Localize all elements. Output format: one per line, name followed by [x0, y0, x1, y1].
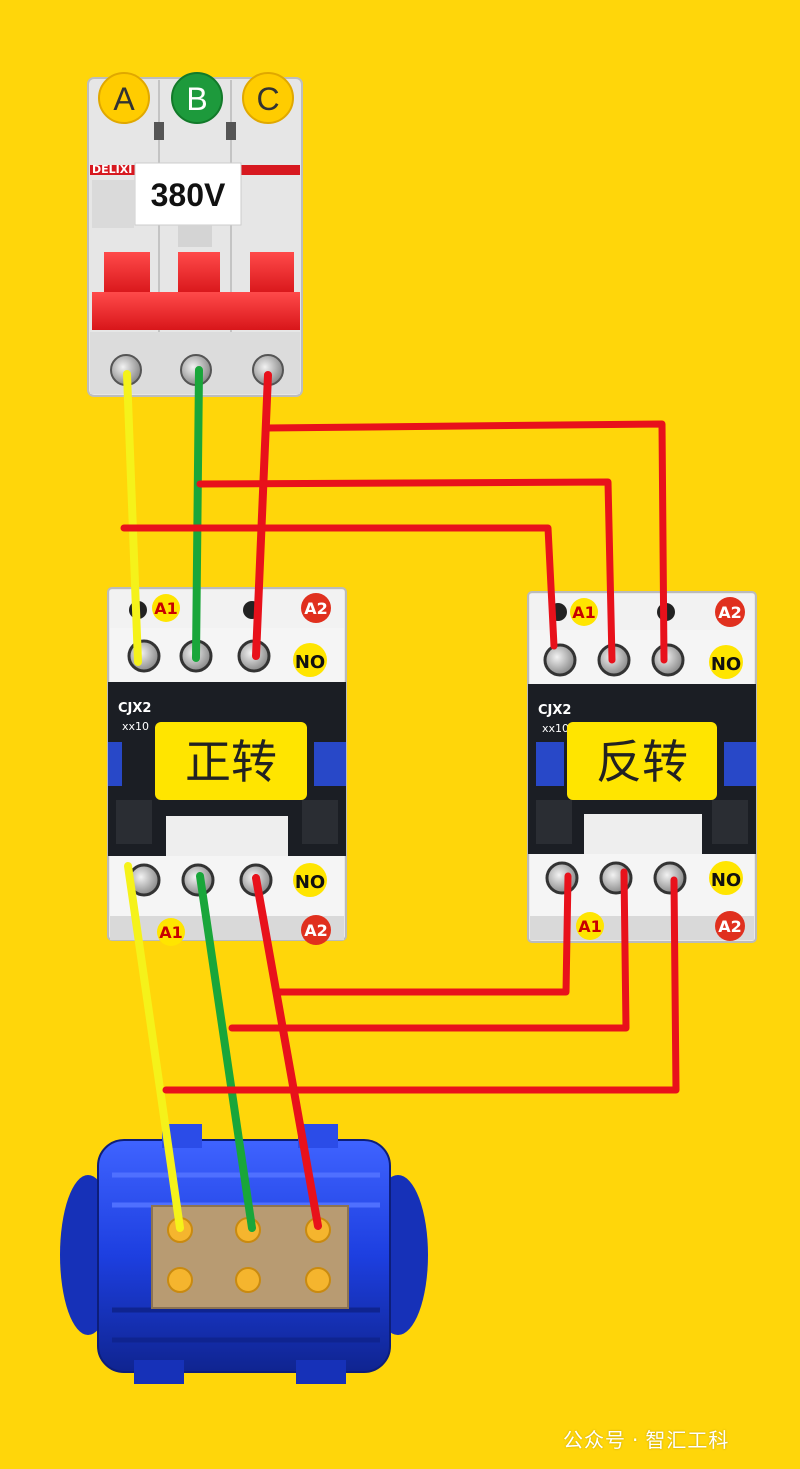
watermark-name: 智汇工科	[645, 1428, 730, 1452]
wire-c-breaker-forward	[252, 371, 272, 660]
wire-reverse-out-2	[228, 868, 630, 1032]
voltage-label: 380V	[151, 177, 226, 213]
reverse-coil-a1-top: A1	[572, 603, 596, 622]
wire-a-to-reverse	[120, 524, 558, 650]
reverse-contactor: CJX2 xx10 反转 A1 A2 NO NO A1 A2	[527, 591, 757, 943]
breaker-terminals	[110, 354, 284, 386]
watermark-separator: ·	[632, 1428, 640, 1452]
wire-c-to-reverse	[262, 420, 668, 664]
reverse-aux-top: NO	[711, 654, 741, 675]
phase-b-label: B	[186, 81, 207, 117]
wire-reverse-out-1	[273, 872, 572, 996]
forward-coil-a2-top: A2	[304, 599, 328, 618]
wire-b-breaker-forward	[192, 366, 203, 662]
forward-aux-bottom: NO	[295, 872, 325, 893]
phase-badges: A B C	[98, 72, 294, 124]
forward-title: 正转	[185, 735, 277, 789]
forward-coil-a1-bottom: A1	[159, 923, 183, 942]
forward-coil-a1-top: A1	[154, 599, 178, 618]
reverse-aux-bottom: NO	[711, 870, 741, 891]
forward-contactor: CJX2 xx10 正转 A1 A2 NO NO A1	[107, 587, 347, 946]
reverse-coil-a1-bottom: A1	[578, 917, 602, 936]
forward-model: CJX2	[118, 701, 151, 716]
forward-coil-a2-bottom: A2	[304, 921, 328, 940]
reverse-model: CJX2	[538, 703, 571, 718]
reverse-title: 反转	[596, 735, 688, 789]
wire-b-forward-motor	[196, 872, 256, 1232]
circuit-breaker: DELIXI 380V	[87, 77, 303, 397]
wires	[120, 366, 680, 1232]
phase-c-label: C	[256, 81, 279, 117]
wire-b-to-reverse	[196, 478, 616, 664]
reverse-coil-a2-top: A2	[718, 603, 742, 622]
watermark-prefix: 公众号	[563, 1428, 626, 1452]
wire-a-forward-motor	[124, 862, 184, 1232]
breaker-brand: DELIXI	[92, 163, 132, 176]
forward-model-sub: xx10	[122, 720, 149, 733]
reverse-model-sub: xx10	[542, 722, 569, 735]
forward-aux-top: NO	[295, 652, 325, 673]
wire-reverse-out-3	[162, 876, 680, 1094]
wire-c-forward-motor	[252, 874, 322, 1230]
watermark: 公众号·智汇工科	[563, 1424, 729, 1453]
phase-a-label: A	[113, 81, 135, 117]
wire-a-breaker-forward	[123, 370, 142, 666]
reverse-coil-a2-bottom: A2	[718, 917, 742, 936]
breaker-handles[interactable]	[92, 252, 300, 330]
